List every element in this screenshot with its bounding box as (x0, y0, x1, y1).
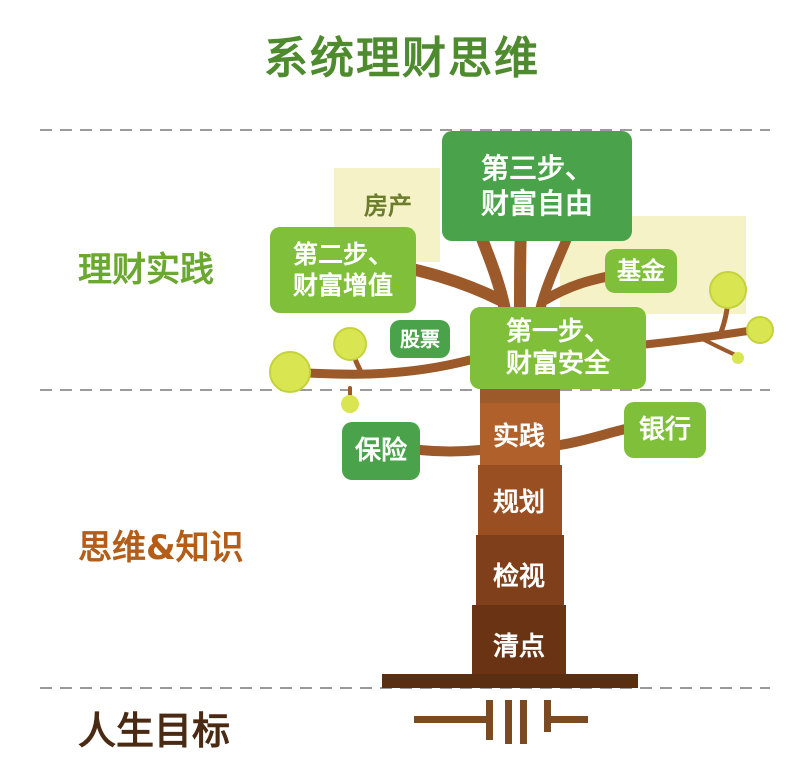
trunk-segment-review (476, 535, 564, 605)
trunk-label-review: 检视 (492, 562, 545, 592)
root-left-horizontal (414, 716, 492, 723)
fruit-left-big (269, 351, 311, 393)
node-step1: 第一步、 财富安全 (470, 307, 646, 389)
trunk-segment-count (472, 605, 566, 675)
node-step2: 第二步、 财富增值 (270, 227, 416, 313)
fruit-left-mid (333, 327, 367, 361)
branch-insurance (415, 445, 485, 457)
section-label-thinking: 思维&知识 (78, 528, 244, 568)
trunk-label-plan: 规划 (492, 488, 545, 518)
fruit-left-small (341, 395, 359, 413)
fruit-right-mid (746, 316, 774, 344)
branch-bank (555, 423, 635, 450)
fruit-right-small (732, 352, 744, 364)
ground-bar (382, 674, 638, 688)
trunk-label-practice: 实践 (492, 422, 545, 452)
branch-right-long (636, 326, 759, 349)
trunk-label-count: 清点 (492, 632, 545, 662)
root-center-2 (520, 700, 527, 744)
node-property: 房产 (364, 192, 412, 220)
branch-left-long (285, 355, 475, 379)
root-left-vertical (486, 700, 493, 740)
node-bank: 银行 (624, 402, 706, 458)
node-fund: 基金 (605, 249, 677, 293)
fruit-right-top (709, 271, 747, 309)
section-label-goal: 人生目标 (78, 709, 231, 753)
trunk-top (480, 385, 560, 403)
node-insurance: 保险 (342, 422, 420, 480)
section-label-practice: 理财实践 (78, 250, 214, 290)
root-right-horizontal (544, 716, 588, 723)
node-step3: 第三步、 财富自由 (442, 131, 632, 241)
trunk-segment-practice (480, 403, 560, 465)
root-center-1 (505, 700, 512, 744)
trunk-segment-plan (478, 465, 562, 535)
node-stocks: 股票 (390, 320, 450, 358)
branch-right-low (698, 336, 740, 358)
page-title: 系统理财思维 (264, 33, 540, 84)
